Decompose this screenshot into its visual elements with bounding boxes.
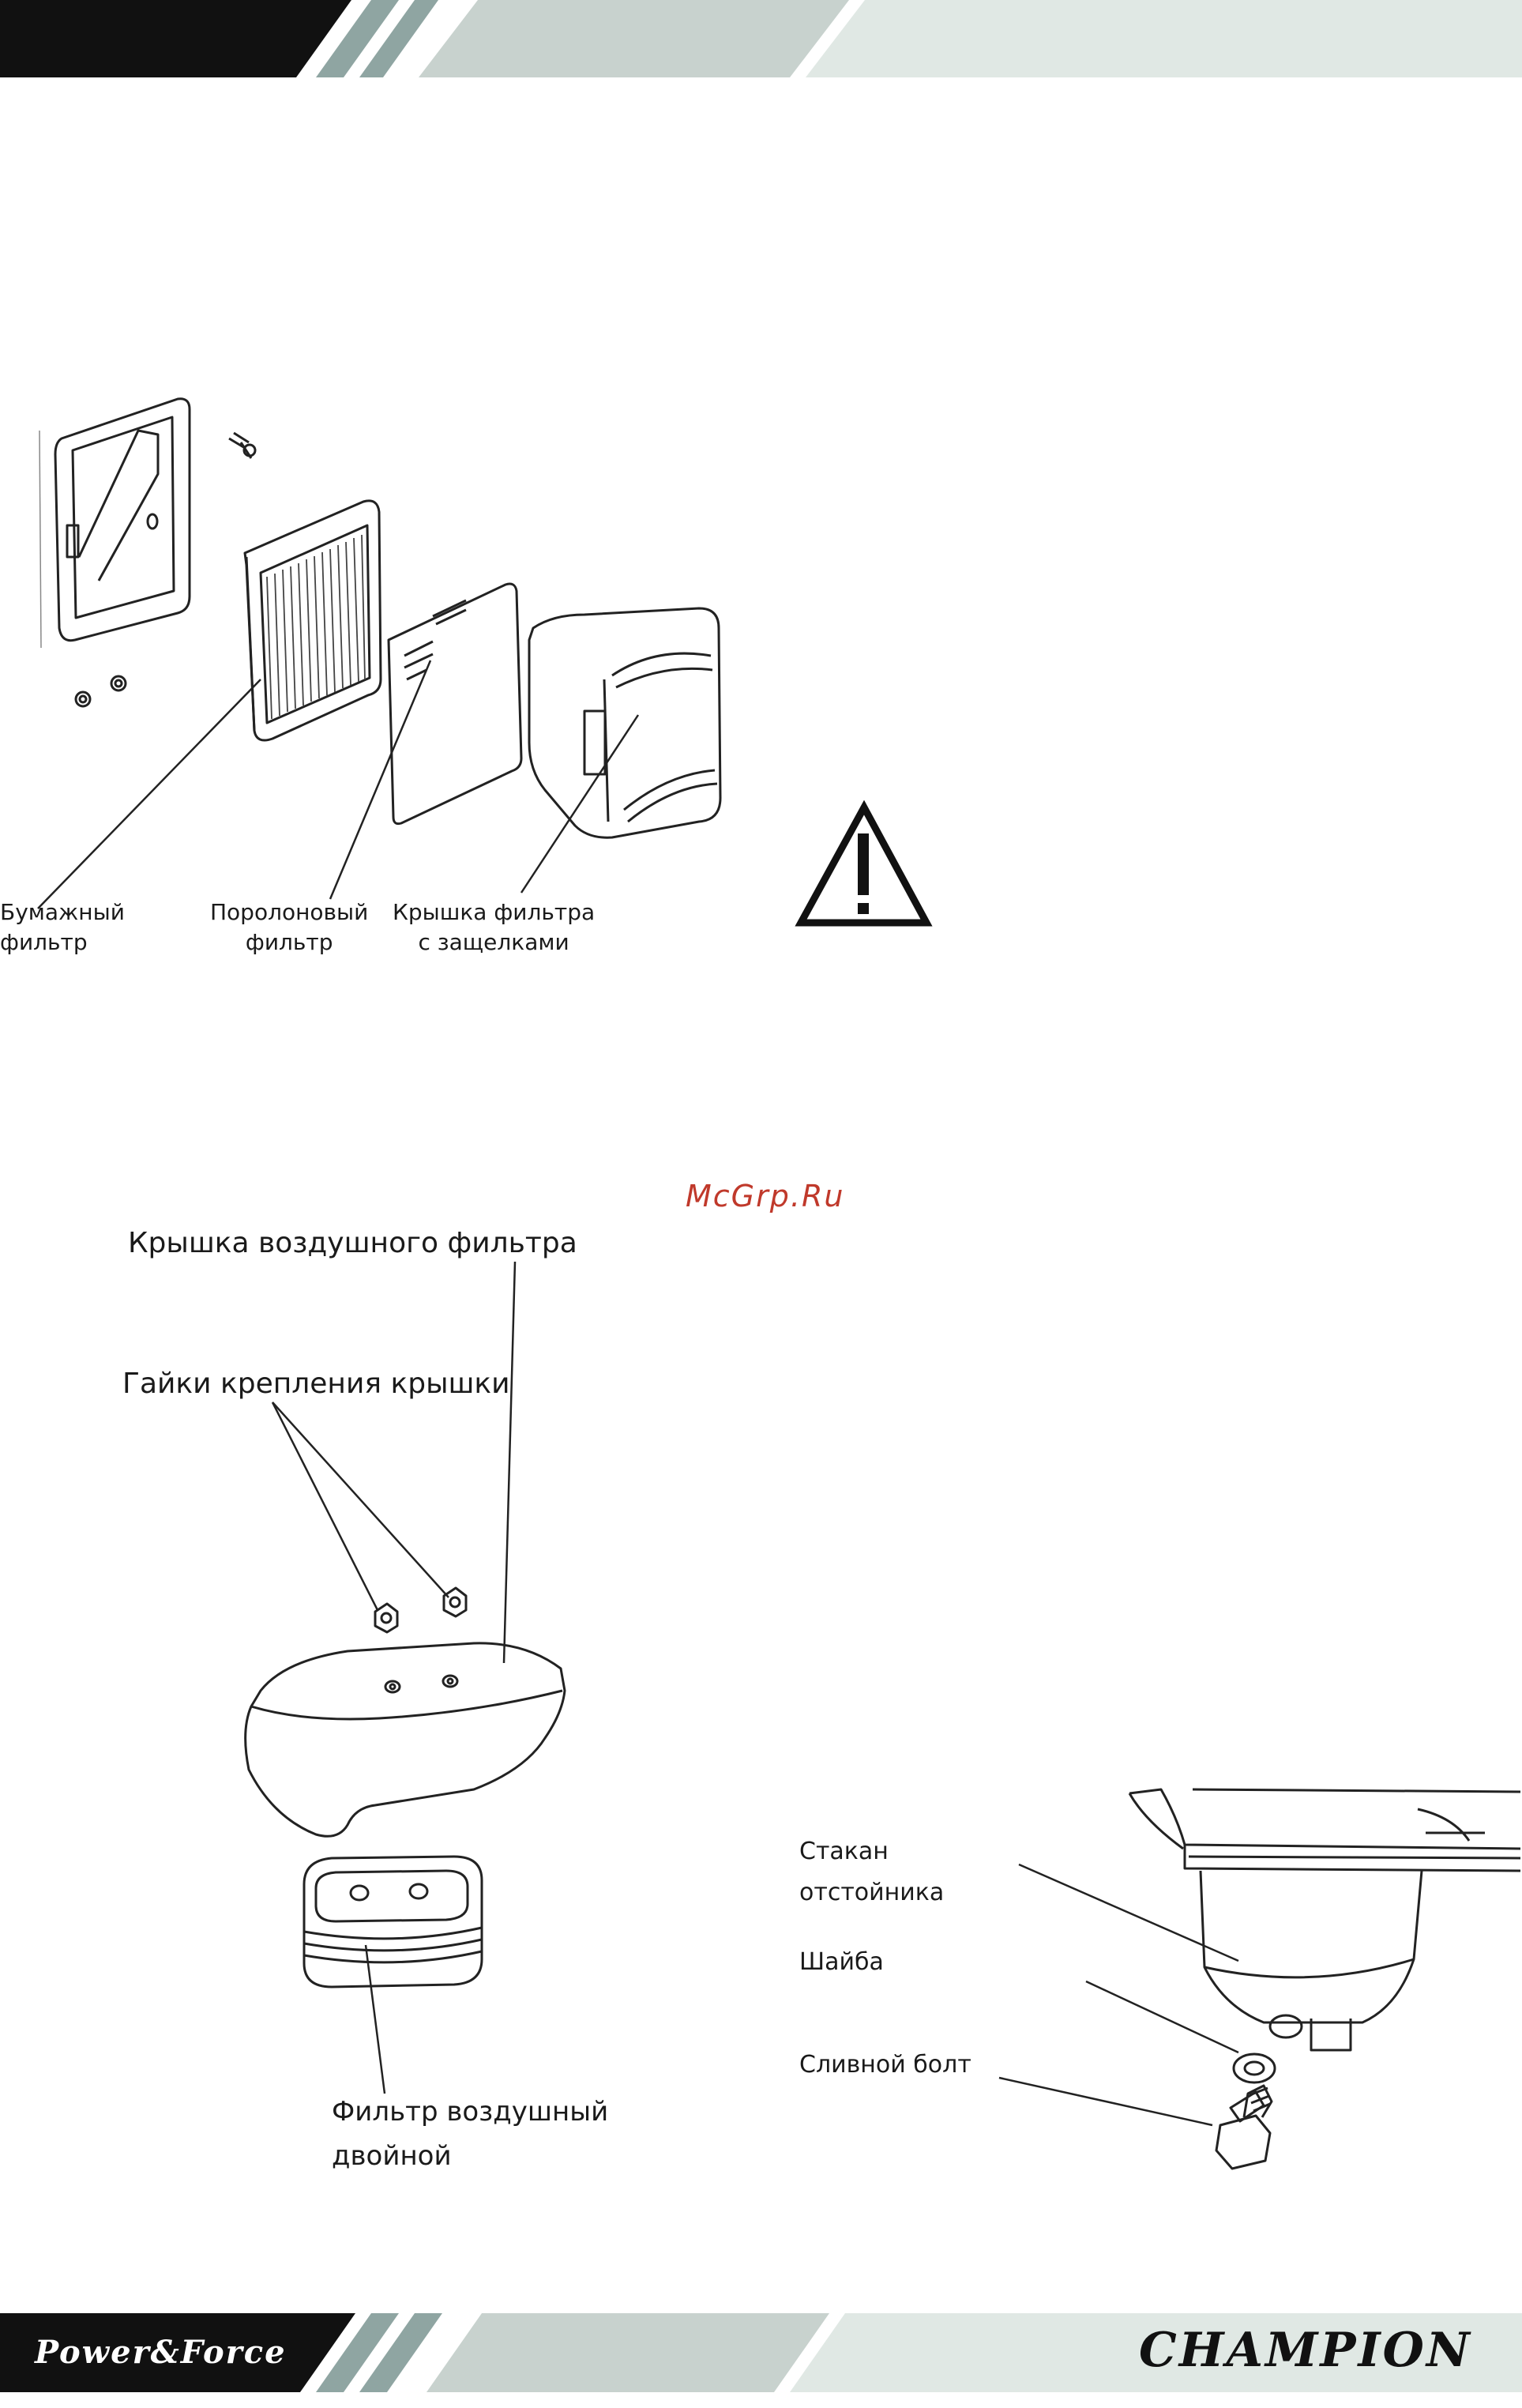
brand-logo-champion: CHAMPION: [1139, 2323, 1472, 2378]
brand-logo-power-force: Power&Force: [35, 2334, 287, 2371]
